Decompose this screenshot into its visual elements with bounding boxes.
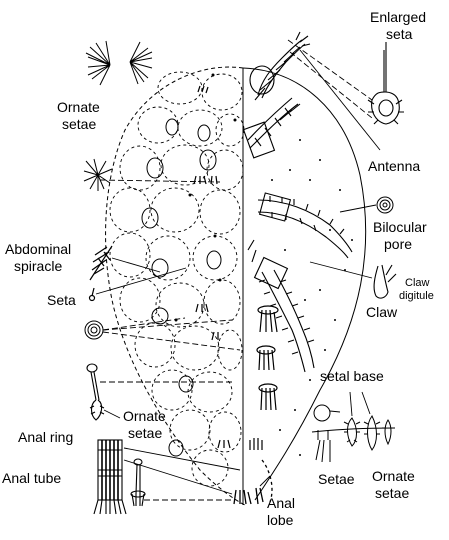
label-bilocular-pore-line1: Bilocular [373, 219, 427, 235]
small-seta-drawing [88, 287, 96, 302]
label-claw-digitule-line1: Claw [405, 277, 430, 289]
label-enlarged-seta-line2: seta [386, 26, 413, 42]
claw-drawing [373, 264, 397, 299]
label-bilocular-pore-line2: pore [384, 236, 412, 252]
setal-base-detail-drawing [311, 404, 396, 463]
label-ornate-setae-br-line1: Ornate [372, 468, 415, 484]
label-anal-lobe-line1: Anal [267, 495, 295, 511]
ornate-seta-left-drawing [86, 363, 105, 421]
multilocular-pore-drawing [84, 320, 104, 340]
dorsal-pores [141, 118, 222, 457]
leader-lines [95, 39, 381, 501]
anal-tube-drawing [93, 439, 127, 515]
legs [242, 97, 353, 373]
label-ornate-setae-mid-line1: Ornate [123, 408, 166, 424]
label-anal-lobe-line2: lobe [267, 512, 294, 528]
label-claw-digitule-line2: digitule [399, 290, 434, 302]
label-ornate-setae-mid-line2: setae [128, 425, 162, 441]
label-ornate-setae-top-line2: setae [62, 116, 96, 132]
labels: Enlarged seta Ornate setae Antenna Biloc… [2, 9, 434, 528]
label-claw: Claw [366, 304, 398, 320]
label-setae: Setae [318, 471, 355, 487]
label-abdominal-spiracle-line2: spiracle [14, 258, 62, 274]
body-outline [105, 66, 367, 506]
label-setal-base: setal base [320, 368, 384, 384]
abdominal-spiracle-drawing [89, 245, 113, 281]
label-anal-ring: Anal ring [18, 429, 73, 445]
ventral-setae-clusters [249, 305, 279, 450]
ornate-setae-fans-top [83, 40, 153, 191]
label-antenna: Antenna [368, 158, 420, 174]
dorsal-cerarii [193, 85, 231, 449]
anal-lobe-setae [233, 459, 273, 505]
antenna-drawing [249, 31, 311, 101]
enlarged-seta-drawing [367, 42, 404, 125]
label-ornate-setae-top-line1: Ornate [57, 99, 100, 115]
anal-lobe-seta-drawing [130, 458, 146, 507]
bilocular-pore-drawing [376, 196, 394, 214]
label-enlarged-seta-line1: Enlarged [370, 9, 426, 25]
ventral-dots [174, 73, 353, 456]
label-ornate-setae-br-line2: setae [375, 485, 409, 501]
label-seta: Seta [47, 292, 76, 308]
label-abdominal-spiracle-line1: Abdominal [5, 241, 71, 257]
label-anal-tube: Anal tube [2, 470, 61, 486]
